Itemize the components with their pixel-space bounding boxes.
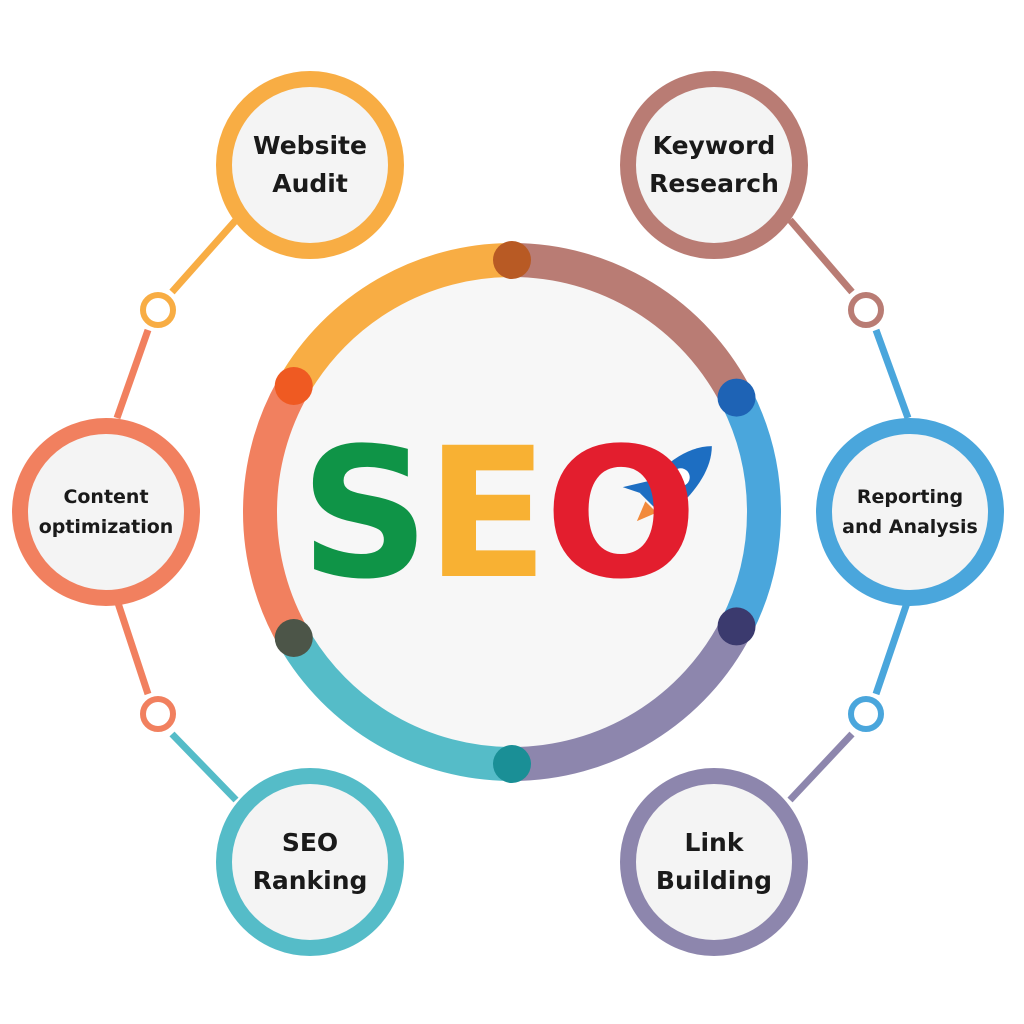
node-label-keyword-research: Keyword Research [649,131,779,198]
node-circle-reporting-analysis [816,418,1004,606]
ring-segment-reporting-analysis [721,389,781,635]
rocket-icon [622,446,712,536]
small-ring-top-right [848,292,884,328]
small-ring-bottom-right [848,696,884,732]
ring-joint-dot [493,745,531,783]
small-ring-bottom-left [140,696,176,732]
connector-website-audit-to-content-top [169,217,239,295]
seo-letter-e: E [425,410,549,619]
node-label-reporting-analysis: Reporting and Analysis [842,486,978,538]
ring-joint-dot [717,607,756,646]
ring-segment-seo-ranking [279,629,513,781]
ring-center-fill [274,274,750,750]
connector-link-building-to-ring [787,731,855,803]
node-label-link-building: Link Building [655,828,773,895]
connectors [113,217,912,803]
connector-keyword-to-ring [787,217,855,295]
node-label-content-optimization: Content optimization [38,486,174,538]
central-ring [243,241,781,783]
connector-rings [140,292,884,732]
ring-segment-keyword-research [511,243,752,406]
connector-reporting-to-ring-bottom [872,598,912,696]
seo-wordmark: SEO [300,410,730,619]
small-ring-top-left [140,292,176,328]
node-circle-link-building [620,768,808,956]
seo-letter-s: S [300,410,430,619]
node-circle-keyword-research [620,71,808,259]
ring-segment-website-audit [279,243,513,395]
ring-joint-dot [717,378,756,417]
node-circle-content-optimization [12,418,200,606]
ring-joint-dot [274,367,313,405]
seo-letter-o: O [544,410,698,619]
ring-joint-dot [274,619,313,657]
connector-seo-ranking-to-ring [169,731,239,803]
node-label-website-audit: Website Audit [253,131,367,198]
ring-segment-link-building [511,618,752,781]
node-circle-seo-ranking [216,768,404,956]
ring-joint-dot [493,241,531,279]
connector-reporting-to-ring-top [872,328,912,420]
connector-content-to-ring-bottom [113,598,152,696]
outer-nodes [12,71,1004,956]
node-circle-website-audit [216,71,404,259]
node-label-seo-ranking: SEO Ranking [252,828,368,895]
ring-segment-content-optimization [243,377,309,647]
connector-content-to-ring-top [113,328,152,420]
